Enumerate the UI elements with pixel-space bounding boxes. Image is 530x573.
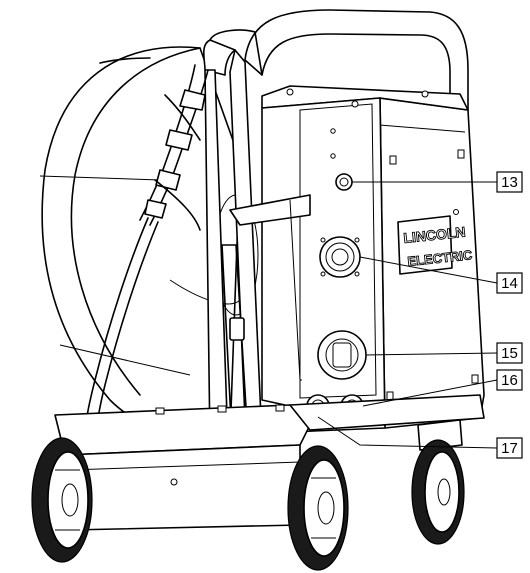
logo-line1: LINCOLN — [403, 224, 467, 246]
cart-base — [54, 394, 485, 531]
leader-16 — [362, 379, 498, 407]
callout-15-label: 15 — [501, 345, 518, 362]
leader-15 — [365, 352, 498, 356]
rear-wheel-right — [287, 445, 349, 571]
leader-17 — [317, 416, 498, 449]
callout-17: 17 — [496, 437, 523, 459]
carry-handle — [209, 9, 469, 111]
callout-14: 14 — [496, 272, 523, 294]
front-caster-wheel — [411, 419, 465, 545]
rear-wheel-left — [31, 437, 93, 563]
control-socket — [319, 236, 361, 278]
leader-14 — [359, 256, 498, 284]
callout-16: 16 — [496, 369, 523, 391]
gas-inlet-connector — [335, 173, 353, 191]
power-cable-connector — [317, 330, 367, 380]
logo-line2: ELECTRIC — [407, 247, 474, 269]
brand-logo: LINCOLN ELECTRIC — [397, 209, 474, 275]
leader-lines — [317, 181, 498, 449]
torch-cable-hanger — [221, 194, 311, 441]
callout-16-label: 16 — [501, 372, 518, 389]
wire-spool-housing — [39, 46, 259, 440]
callout-13-label: 13 — [501, 174, 518, 191]
welding-torch — [84, 64, 209, 441]
callout-15: 15 — [496, 342, 523, 364]
callout-14-label: 14 — [501, 275, 518, 292]
callout-17-label: 17 — [501, 440, 518, 457]
callout-13: 13 — [496, 171, 523, 193]
